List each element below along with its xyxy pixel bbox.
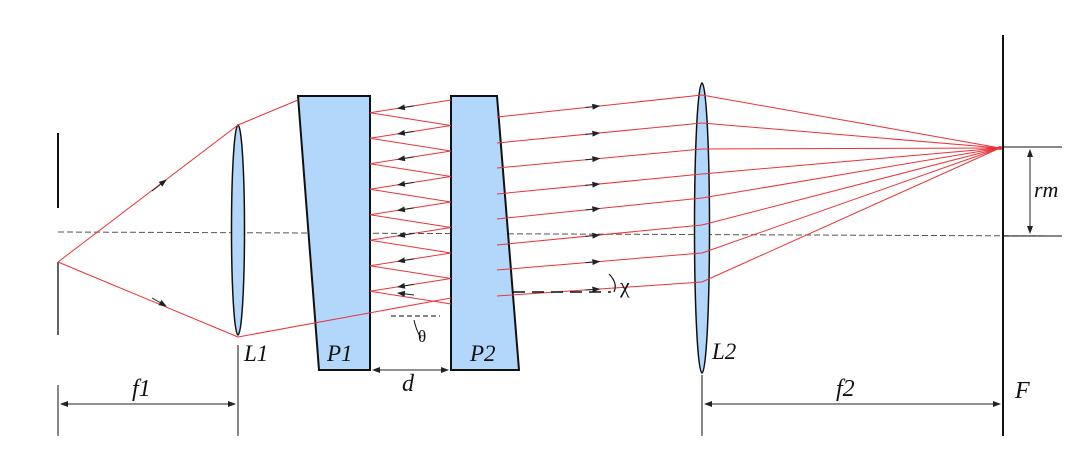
ray-exit-arrow xyxy=(585,130,601,137)
ray-focused-beam xyxy=(701,147,1001,226)
lens-l1-label: L1 xyxy=(243,341,268,366)
focus-point xyxy=(998,146,1002,150)
ray-focused-beam xyxy=(701,147,1001,175)
focal-length-f2-label: f2 xyxy=(836,376,855,402)
ray-exit-beam xyxy=(496,197,703,220)
ray-exit-arrow xyxy=(585,232,601,239)
lens-l2 xyxy=(693,82,711,374)
lens-l1 xyxy=(230,124,246,336)
ray-input-lower-arrow xyxy=(151,297,167,307)
ray-reflection-right xyxy=(369,265,452,279)
ray-reflection-arrow xyxy=(397,155,415,162)
ray-focused-beam xyxy=(701,147,1001,283)
chi-angle-arc xyxy=(608,273,616,293)
theta-angle-arc xyxy=(413,319,422,339)
theta-angle-label: θ xyxy=(418,327,426,346)
ray-l1-to-p1-upper xyxy=(237,99,299,126)
ray-reflection-right xyxy=(369,290,452,305)
ray-reflection-arrow xyxy=(397,104,415,111)
ray-l1-to-p2-lower xyxy=(237,297,452,338)
ray-exit-beam xyxy=(496,281,703,297)
light-rays xyxy=(57,94,1002,338)
ray-arrows xyxy=(151,103,601,307)
ray-reflection-right xyxy=(369,188,452,203)
focal-plane-f-label: F xyxy=(1014,378,1030,404)
ray-exit-beam xyxy=(496,122,703,144)
ray-focused-beam xyxy=(701,94,1001,149)
ray-reflection-arrow xyxy=(397,180,415,187)
ray-reflection-right xyxy=(369,137,452,152)
ray-focused-beam xyxy=(701,147,1001,199)
ray-exit-beam xyxy=(496,173,703,195)
ray-exit-arrow xyxy=(585,103,601,110)
plate-p2-label: P2 xyxy=(469,341,496,366)
lens-l2-label: L2 xyxy=(711,339,736,364)
ray-exit-beam xyxy=(496,148,703,169)
ray-focused-beam xyxy=(701,122,1001,149)
chi-angle-label: χ xyxy=(619,273,630,298)
ray-reflection-right xyxy=(369,163,452,177)
ray-reflection-arrow xyxy=(397,206,415,213)
ray-exit-arrow xyxy=(585,259,601,266)
ray-focused-beam xyxy=(701,147,1001,150)
separation-d-label: d xyxy=(402,371,415,397)
ray-reflection-right xyxy=(369,112,452,126)
focal-length-f1-label: f1 xyxy=(132,376,151,402)
ray-input-upper xyxy=(57,124,239,263)
ray-exit-beam xyxy=(496,94,703,118)
ray-exit-beam xyxy=(496,252,703,271)
ray-focused-beam xyxy=(701,147,1001,254)
optical-axis xyxy=(57,231,1059,237)
ray-reflection-right xyxy=(369,239,452,254)
ray-reflection-arrow xyxy=(397,129,415,136)
plate-p1 xyxy=(296,95,371,371)
plate-p1-label: P1 xyxy=(326,341,353,366)
ray-reflection-arrow xyxy=(397,257,415,264)
ray-reflection-arrow xyxy=(397,231,415,238)
radius-rm-label: rm xyxy=(1034,177,1058,202)
ray-exit-arrow xyxy=(585,156,601,163)
ray-exit-arrow xyxy=(585,286,601,293)
ray-reflection-right xyxy=(369,214,452,228)
ray-input-upper-arrow xyxy=(151,179,167,192)
ray-exit-beam xyxy=(496,224,703,246)
ray-reflection-arrow xyxy=(397,282,415,289)
ray-input-lower xyxy=(57,261,239,338)
plate-p2 xyxy=(450,95,521,371)
ray-exit-arrow xyxy=(585,206,601,213)
ray-exit-arrow xyxy=(585,181,601,188)
ray-reflection-arrow xyxy=(397,290,415,297)
